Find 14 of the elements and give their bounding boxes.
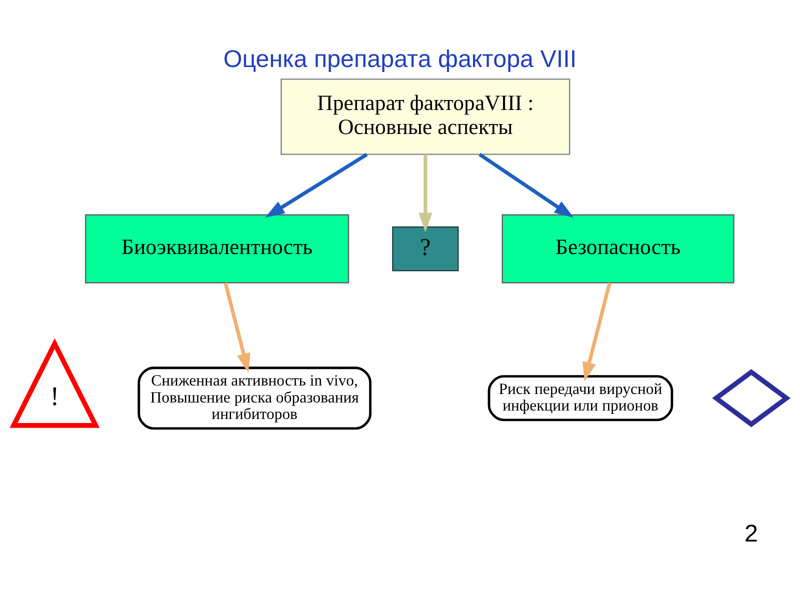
node-box: Биоэквивалентность [84, 214, 350, 284]
arrow [582, 282, 612, 382]
diagram-title: Оценка препарата фактора VIII [223, 46, 577, 74]
arrow [478, 152, 574, 218]
arrow [265, 152, 368, 218]
label: 2 [744, 520, 758, 548]
node-box: Безопасность [502, 214, 734, 284]
arrow [224, 282, 250, 373]
node-box: ? [392, 226, 459, 272]
node-box: Препарат фактораVIII : Основные аспекты [280, 78, 570, 155]
node-box: Сниженная активность in vivo, Повышение риска образования ингибиторов [138, 366, 372, 430]
arrow [418, 154, 432, 232]
node-box: Риск передачи вирусной инфекции или прионов [488, 375, 674, 422]
node-diamond [712, 369, 791, 428]
